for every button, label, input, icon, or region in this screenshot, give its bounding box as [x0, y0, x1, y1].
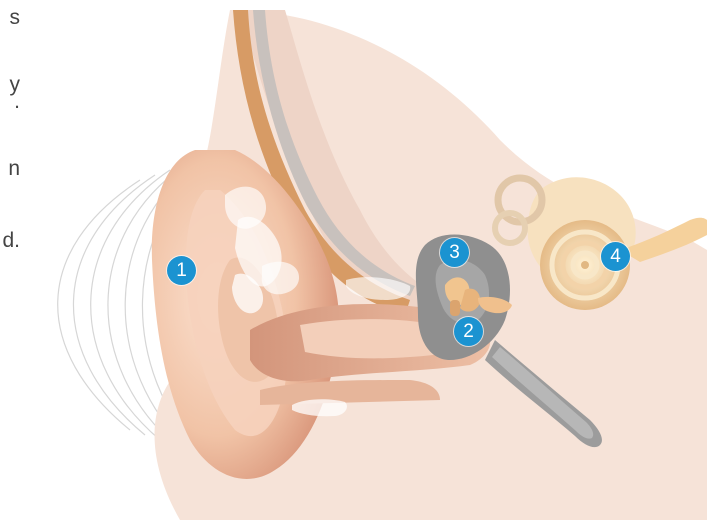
outer-ear-marker: 1: [167, 256, 196, 285]
ossicles-marker: 3: [440, 238, 469, 267]
eardrum-marker: 2: [454, 317, 483, 346]
cochlea-marker: 4: [601, 242, 630, 271]
